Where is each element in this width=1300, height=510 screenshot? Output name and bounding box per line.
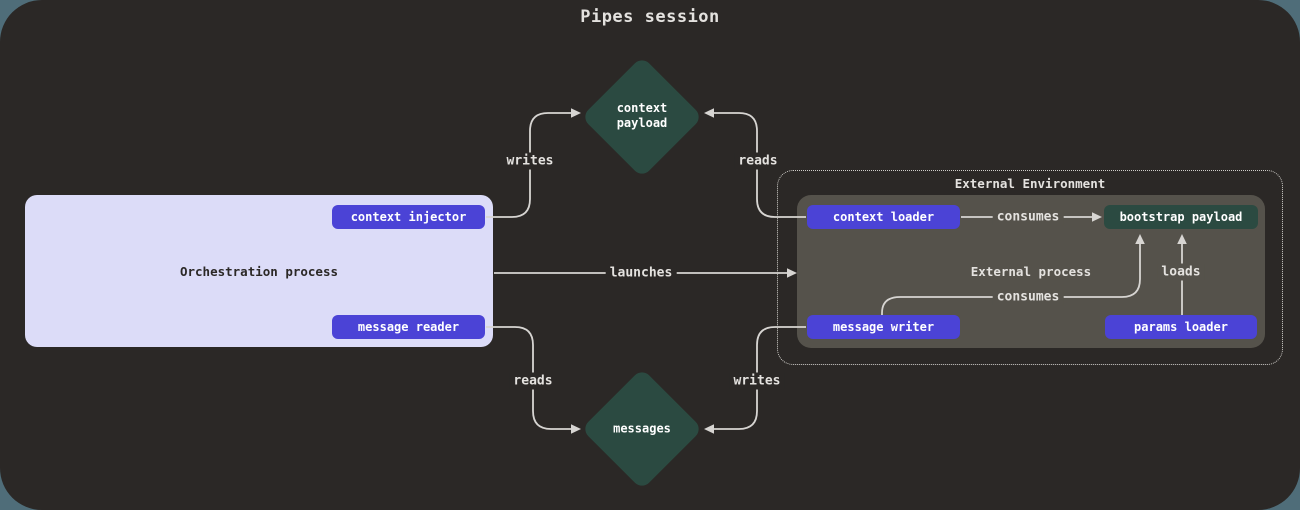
message-writer-node: message writer	[807, 315, 960, 339]
edge-label-launches: launches	[605, 264, 677, 282]
edge-label-consumes-bottom: consumes	[992, 288, 1064, 306]
message-reader-node: message reader	[332, 315, 485, 339]
external-environment-box: External Environment	[777, 170, 1283, 365]
external-environment-title: External Environment	[954, 176, 1106, 191]
context-loader-node: context loader	[807, 205, 960, 229]
orchestration-process-label: Orchestration process	[179, 263, 339, 279]
edge-label-consumes-top: consumes	[992, 208, 1064, 226]
edge-label-writes-top: writes	[502, 152, 558, 170]
context-payload-label: context payload	[616, 101, 668, 130]
messages-label: messages	[613, 421, 671, 436]
edge-label-writes-bottom: writes	[729, 372, 785, 390]
page-title: Pipes session	[580, 7, 720, 27]
params-loader-node: params loader	[1105, 315, 1257, 339]
edge-label-reads-top: reads	[734, 152, 782, 170]
bootstrap-payload-node: bootstrap payload	[1104, 205, 1258, 229]
edge-label-loads: loads	[1157, 263, 1205, 281]
context-injector-node: context injector	[332, 205, 485, 229]
edge-label-reads-bottom: reads	[509, 372, 557, 390]
